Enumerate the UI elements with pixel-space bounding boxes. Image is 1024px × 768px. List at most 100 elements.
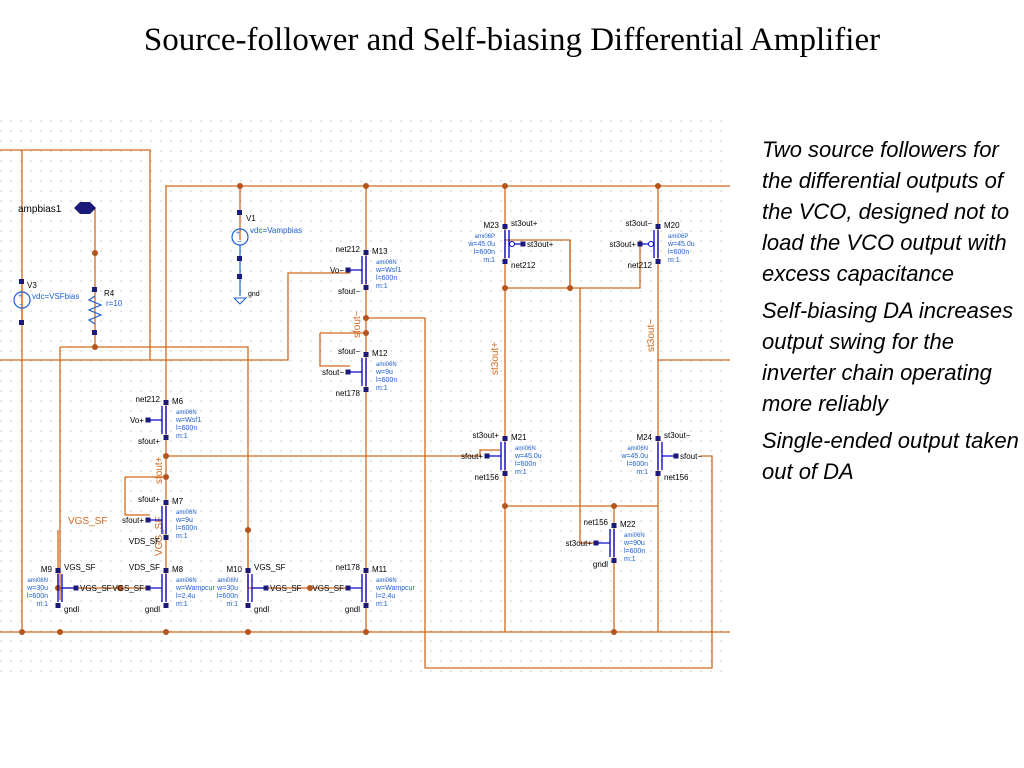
transistor-multiplier: m:1 <box>624 556 636 563</box>
transistor-length: l=600n <box>376 377 397 384</box>
terminal-gate: st3out+ <box>527 240 554 249</box>
transistor-width: w=30u <box>216 585 238 592</box>
transistor-length: l=600n <box>217 593 238 600</box>
transistor-multiplier: m:1 <box>376 601 388 608</box>
terminal-gate: Vo− <box>330 266 344 275</box>
transistor-multiplier: m:1 <box>483 257 495 264</box>
terminal-drain: VDS_SF <box>129 563 160 572</box>
terminal-source: net212 <box>628 261 653 270</box>
transistor-name: M24 <box>636 433 652 442</box>
transistor-model: ami06N <box>176 578 197 584</box>
transistor-multiplier: m:1 <box>668 257 680 264</box>
terminal-drain: sfout+ <box>138 495 160 504</box>
transistor-m11: M11ami06Nw=Wampcurl=2.4um:1net178VGS_SFg… <box>312 563 415 614</box>
schematic-diagram: ampbias1 + − V1 vdc=Vampbias gnd + − V3 … <box>0 120 730 680</box>
transistor-multiplier: m:1 <box>515 469 527 476</box>
transistor-model: ami06N <box>176 510 197 516</box>
transistors: M13ami06Nw=Wsf1l=600nm:1net212Vo−sfout−M… <box>26 219 702 614</box>
terminal-gate: sfout− <box>322 368 344 377</box>
pin-ampbias1: ampbias1 <box>18 202 96 215</box>
transistor-model: ami06N <box>376 362 397 368</box>
transistor-width: w=45.0u <box>467 241 495 248</box>
svg-text:−: − <box>19 302 23 309</box>
transistor-width: w=45.0u <box>514 453 542 460</box>
source-v3: + − V3 vdc=VSFbias <box>13 279 79 325</box>
resistor-r4: R4 r=10 <box>87 287 123 335</box>
transistor-model: ami06N <box>217 578 238 584</box>
transistor-name: M21 <box>511 433 527 442</box>
svg-text:−: − <box>237 239 241 246</box>
net-label: sfout− <box>352 310 363 338</box>
transistor-model: ami06N <box>27 578 48 584</box>
transistor-width: w=Wsf1 <box>175 417 201 424</box>
terminal-drain: net212 <box>136 395 161 404</box>
terminal-gate: VGS_SF <box>270 584 302 593</box>
transistor-model: ami06N <box>176 410 197 416</box>
terminal-source: gndl <box>145 605 160 614</box>
transistor-name: M22 <box>620 520 636 529</box>
transistor-multiplier: m:1 <box>376 385 388 392</box>
svg-text:gnd: gnd <box>248 291 260 298</box>
transistor-length: l=600n <box>376 275 397 282</box>
transistor-width: w=45.0u <box>620 453 648 460</box>
terminal-gate: Vo+ <box>130 416 144 425</box>
terminal-source: gndl <box>64 605 79 614</box>
terminal-drain: VGS_SF <box>64 563 96 572</box>
transistor-length: l=600n <box>627 461 648 468</box>
transistor-multiplier: m:1 <box>636 469 648 476</box>
terminal-drain: st3out+ <box>473 431 500 440</box>
terminal-drain: sfout− <box>338 347 360 356</box>
transistor-m21: M21ami06Nw=45.0ul=600nm:1st3out+sfout+ne… <box>461 431 542 482</box>
transistor-width: w=30u <box>26 585 48 592</box>
terminal-gate: VGS_SF <box>80 584 112 593</box>
transistor-name: M9 <box>41 565 53 574</box>
svg-text:V3: V3 <box>27 281 37 290</box>
transistor-name: M7 <box>172 497 184 506</box>
note-3: Single-ended output taken out of DA <box>762 428 1019 484</box>
terminal-gate: st3out+ <box>610 240 637 249</box>
terminal-source: net156 <box>664 473 689 482</box>
terminal-gate: sfout+ <box>122 516 144 525</box>
svg-text:r=10: r=10 <box>106 299 123 308</box>
transistor-name: M11 <box>372 565 388 574</box>
transistor-model: ami06N <box>624 533 645 539</box>
transistor-name: M12 <box>372 349 388 358</box>
terminal-source: sfout− <box>338 287 360 296</box>
svg-text:+: + <box>18 293 22 300</box>
terminal-gate: st3out+ <box>566 539 593 548</box>
transistor-multiplier: m:1 <box>176 533 188 540</box>
terminal-source: net178 <box>336 389 361 398</box>
terminal-source: net156 <box>475 473 500 482</box>
transistor-width: w=90u <box>623 540 645 547</box>
transistor-multiplier: m:1 <box>226 601 238 608</box>
note-1: Two source followers for the differentia… <box>762 137 1010 286</box>
schematic-grid <box>0 120 730 680</box>
transistor-multiplier: m:1 <box>36 601 48 608</box>
terminal-gate: VGS_SF <box>312 584 344 593</box>
terminal-drain: net178 <box>336 563 361 572</box>
terminal-drain: st3out− <box>626 219 653 228</box>
terminal-source: VDS_SF <box>129 537 160 546</box>
note-2: Self-biasing DA increases output swing f… <box>762 298 1014 416</box>
transistor-length: l=600n <box>176 525 197 532</box>
transistor-name: M20 <box>664 221 680 230</box>
transistor-name: M8 <box>172 565 184 574</box>
transistor-width: w=Wampcur <box>375 585 416 592</box>
terminal-drain: st3out− <box>664 431 691 440</box>
terminal-gate: sfout− <box>680 452 702 461</box>
transistor-length: l=2.4u <box>376 593 395 600</box>
svg-text:V1: V1 <box>246 214 256 223</box>
transistor-length: l=600n <box>27 593 48 600</box>
terminal-source: sfout+ <box>138 437 160 446</box>
terminal-drain: net212 <box>336 245 361 254</box>
transistor-length: l=600n <box>176 425 197 432</box>
transistor-length: l=600n <box>668 249 689 256</box>
transistor-length: l=600n <box>515 461 536 468</box>
transistor-model: ami06N <box>627 446 648 452</box>
transistor-width: w=9u <box>375 369 393 376</box>
